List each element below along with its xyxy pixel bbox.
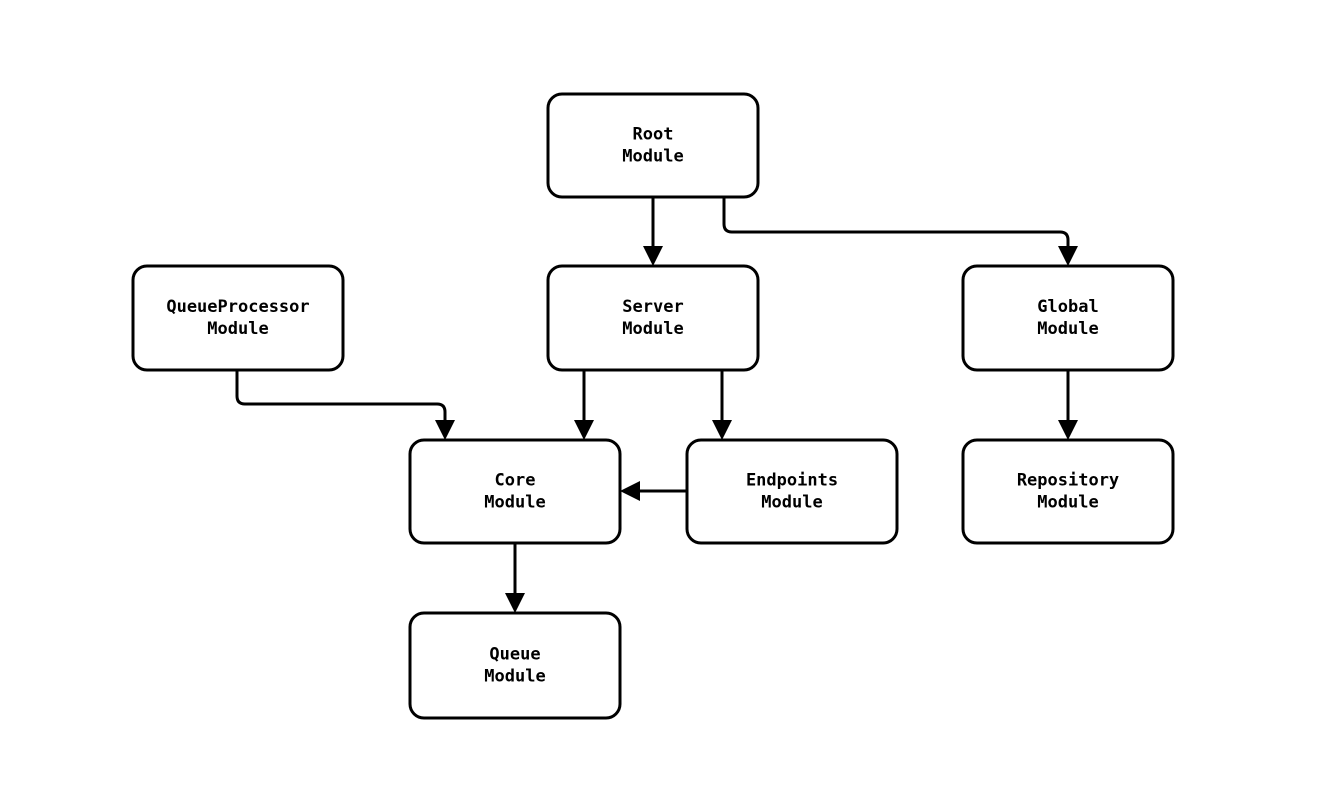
node-box[interactable]: [408, 438, 622, 545]
node-box[interactable]: [961, 438, 1175, 545]
node-label-line2: Module: [207, 319, 268, 339]
node-label-line2: Module: [622, 319, 683, 339]
node-label-line1: Core: [495, 471, 536, 491]
node-endpoints[interactable]: Endpoints Module: [685, 438, 899, 545]
node-label-line2: Module: [1037, 319, 1098, 339]
node-box[interactable]: [546, 264, 760, 372]
node-box[interactable]: [961, 264, 1175, 372]
arrow-head-icon: [1058, 420, 1078, 440]
node-label-line2: Module: [484, 493, 545, 513]
arrow-head-icon: [505, 593, 525, 613]
nodes-layer: Root Module QueueProcessor Module Server…: [131, 92, 1175, 720]
node-label-line1: Queue: [489, 645, 540, 665]
node-global[interactable]: Global Module: [961, 264, 1175, 372]
node-label-line1: Endpoints: [746, 471, 838, 491]
edge-root-to-global: [722, 197, 1078, 266]
node-label-line1: Root: [633, 125, 674, 145]
node-core[interactable]: Core Module: [408, 438, 622, 545]
edge-line: [722, 197, 1070, 250]
node-label-line1: Global: [1037, 297, 1098, 317]
edge-server-to-endpoints: [712, 370, 732, 440]
node-root[interactable]: Root Module: [546, 92, 760, 199]
edge-line: [235, 370, 447, 424]
arrow-head-icon: [620, 481, 640, 501]
node-box[interactable]: [131, 264, 345, 372]
edge-server-to-core: [574, 370, 594, 440]
arrow-head-icon: [712, 420, 732, 440]
node-repository[interactable]: Repository Module: [961, 438, 1175, 545]
node-label-line2: Module: [622, 147, 683, 167]
arrow-head-icon: [574, 420, 594, 440]
node-box[interactable]: [408, 611, 622, 720]
edge-global-to-repository: [1058, 370, 1078, 440]
arrow-head-icon: [643, 246, 663, 266]
node-server[interactable]: Server Module: [546, 264, 760, 372]
node-label-line1: Server: [622, 297, 683, 317]
node-label-line2: Module: [761, 493, 822, 513]
arrow-head-icon: [1058, 246, 1078, 266]
node-queue[interactable]: Queue Module: [408, 611, 622, 720]
edge-core-to-queue: [505, 543, 525, 613]
node-label-line2: Module: [1037, 493, 1098, 513]
edge-endpoints-to-core: [620, 481, 687, 501]
node-queueprocessor[interactable]: QueueProcessor Module: [131, 264, 345, 372]
node-label-line2: Module: [484, 667, 545, 687]
node-label-line1: Repository: [1017, 471, 1119, 491]
node-box[interactable]: [546, 92, 760, 199]
node-box[interactable]: [685, 438, 899, 545]
edge-queueprocessor-to-core: [235, 370, 455, 440]
edge-root-to-server: [643, 197, 663, 266]
node-label-line1: QueueProcessor: [166, 297, 309, 317]
arrow-head-icon: [435, 420, 455, 440]
edges-layer: [235, 197, 1078, 613]
